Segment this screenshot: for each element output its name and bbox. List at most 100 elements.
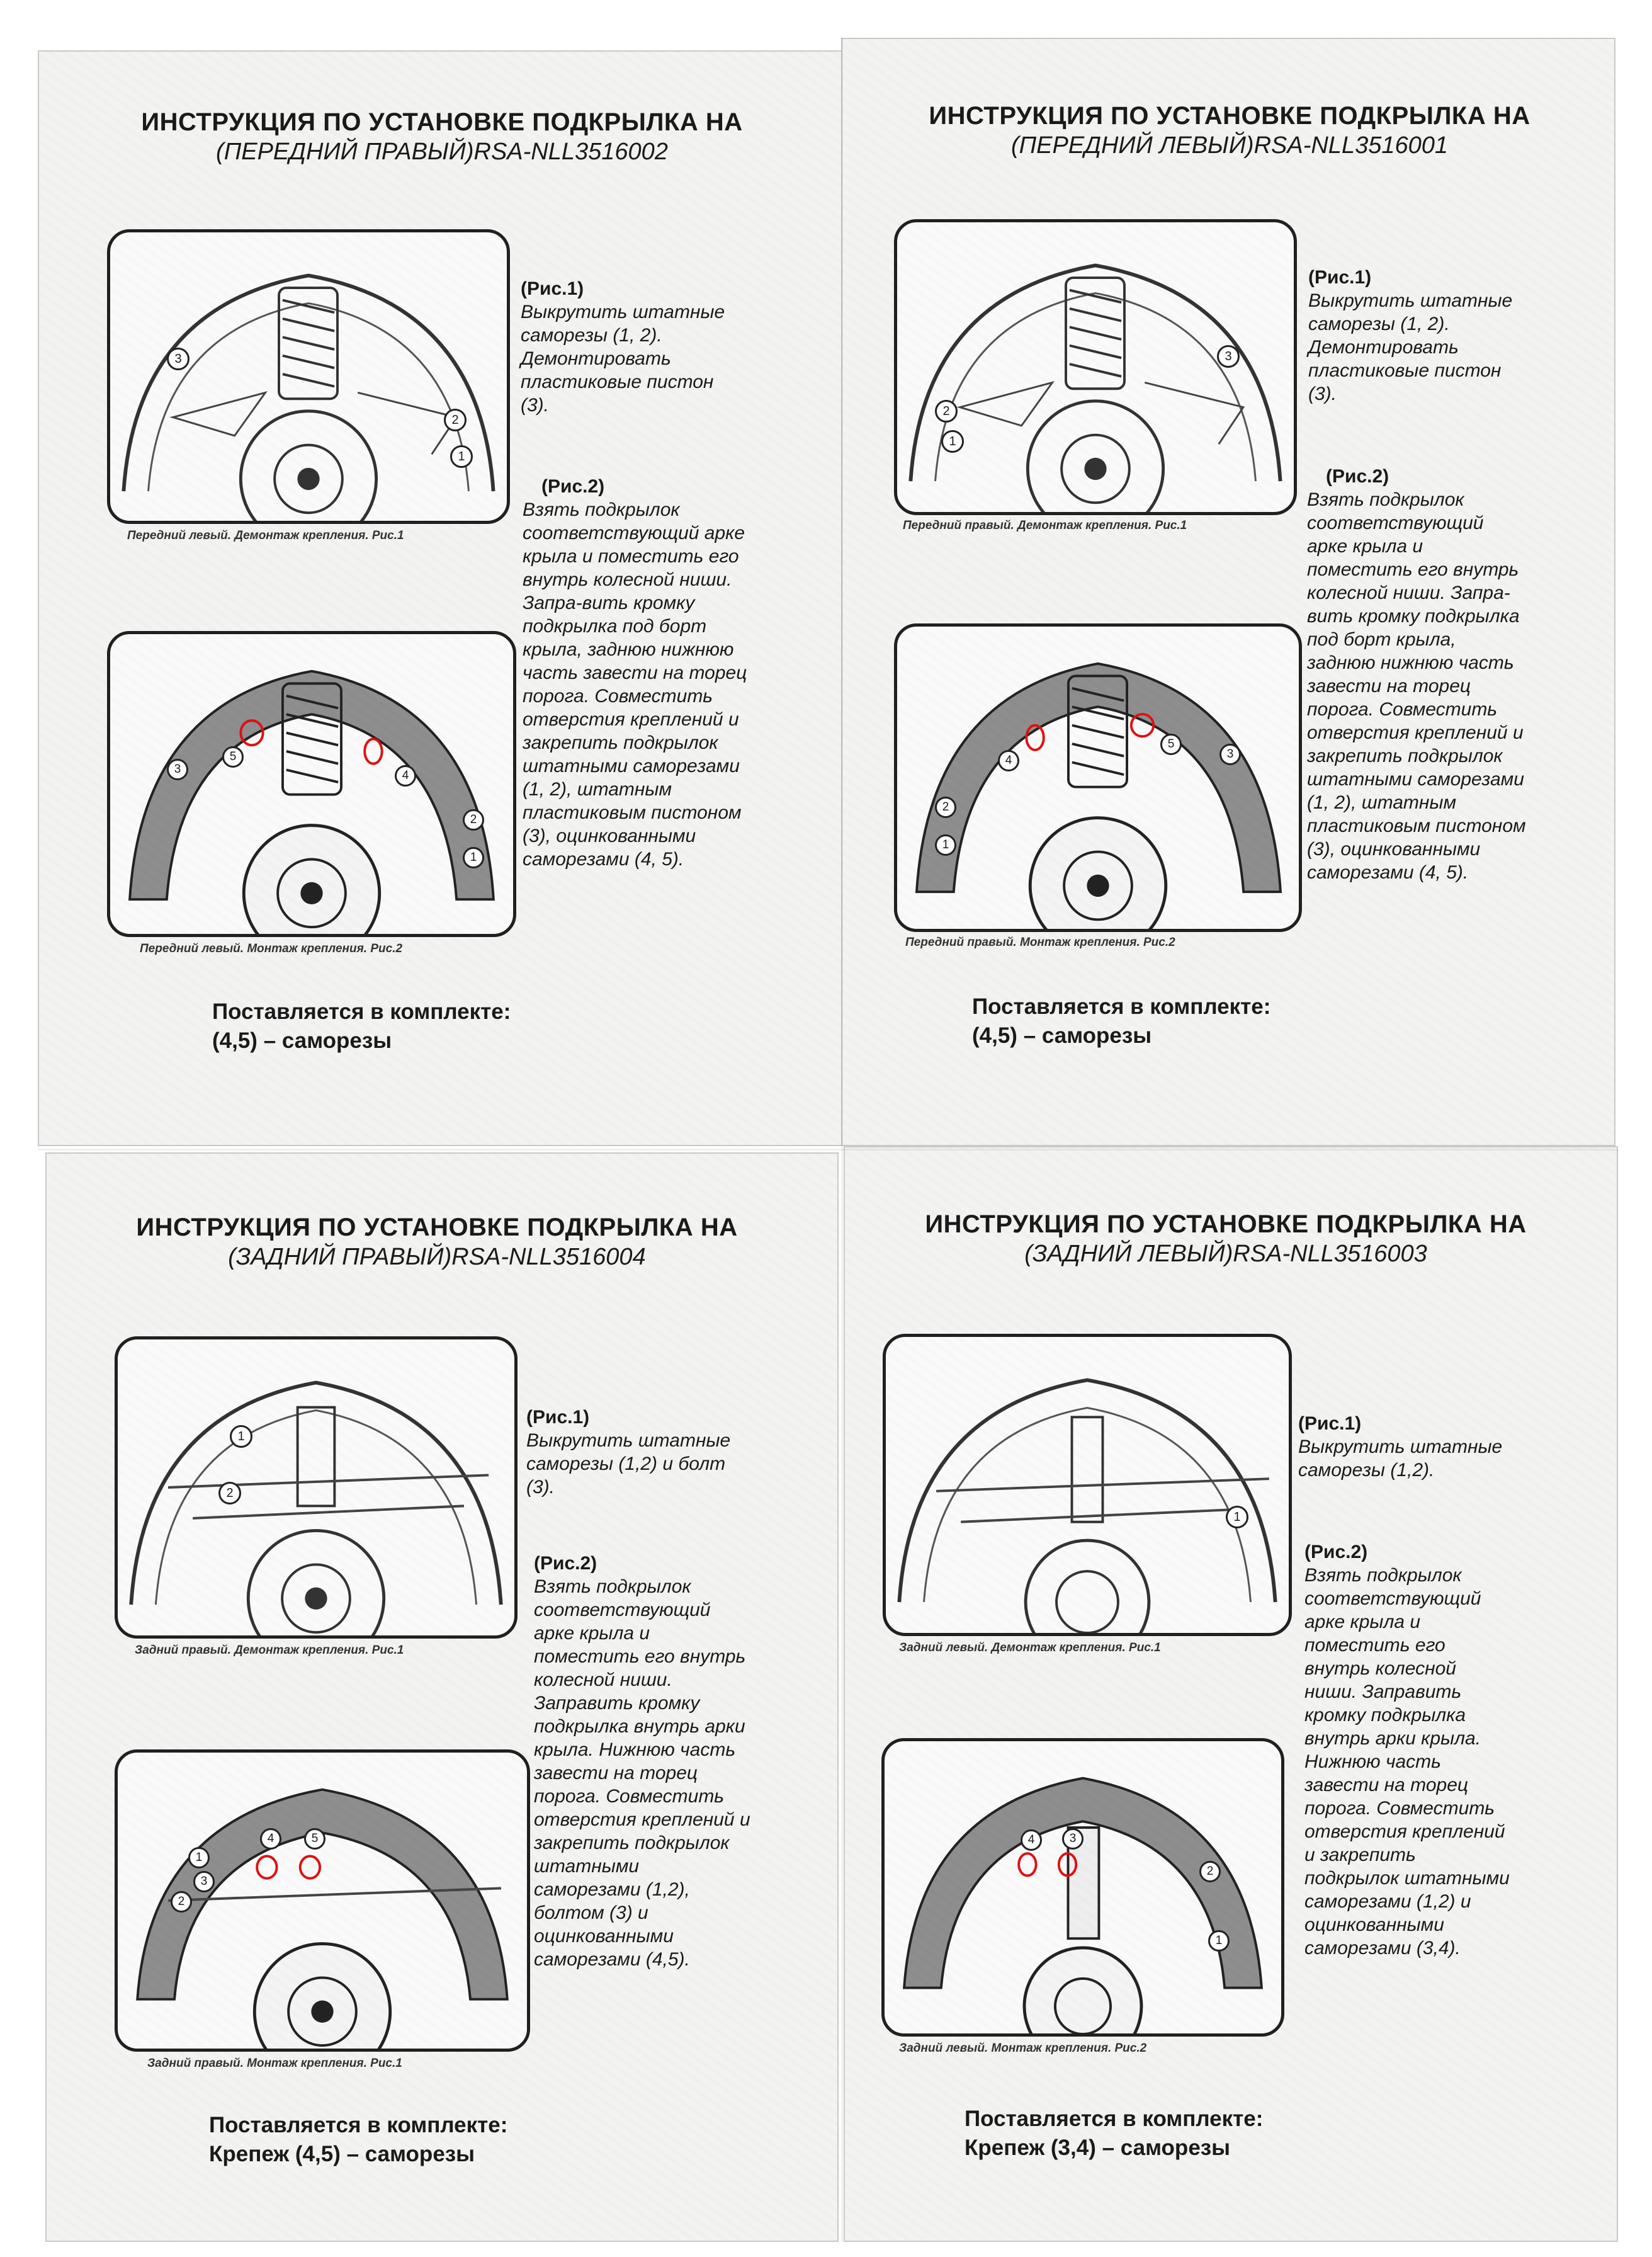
- kit-items: (4,5) – саморезы: [212, 1028, 392, 1053]
- figure-removal-caption: Задний левый. Демонтаж крепления. Рис.1: [899, 1641, 1161, 1654]
- callout-3: 3: [1062, 1828, 1083, 1850]
- step-1-heading: (Рис.1): [1308, 267, 1372, 288]
- callout-2: 2: [935, 797, 956, 818]
- step-2-instructions: (Рис.2) Взять подкрылок соответствующий …: [523, 475, 825, 871]
- wheel-arch-installation-illustration: [915, 662, 1282, 929]
- figure-removal-caption: Задний правый. Демонтаж крепления. Рис.1: [135, 1644, 404, 1657]
- wheel-arch-removal-illustration: [908, 263, 1282, 512]
- callout-4: 4: [1021, 1829, 1042, 1851]
- callout-5: 5: [1160, 734, 1182, 755]
- callout-3: 3: [1217, 345, 1240, 368]
- figure-removal-caption: Передний левый. Демонтаж крепления. Рис.…: [127, 529, 404, 542]
- figure-removal: 1 2: [115, 1336, 518, 1639]
- step-2-text: Взять подкрылок соответствующий арке кры…: [534, 1576, 750, 1970]
- wheel-arch-installation-illustration: [136, 1788, 509, 2049]
- figure-installation-caption: Передний левый. Монтаж крепления. Рис.2: [140, 942, 403, 955]
- figure-installation-caption: Передний правый. Монтаж крепления. Рис.2: [905, 936, 1175, 949]
- instruction-sheet-front-right: ИНСТРУКЦИЯ ПО УСТАНОВКЕ ПОДКРЫЛКА НА (ПЕ…: [38, 50, 844, 1146]
- step-2-heading: (Рис.2): [541, 476, 605, 497]
- wheel-arch-removal-illustration: [897, 1378, 1277, 1633]
- wheel-arch-installation-illustration: [903, 1777, 1263, 2033]
- sheet-title: ИНСТРУКЦИЯ ПО УСТАНОВКЕ ПОДКРЫЛКА НА: [136, 1214, 738, 1241]
- step-1-text: Выкрутить штатные саморезы (1, 2). Демон…: [521, 302, 725, 416]
- callout-1: 1: [230, 1425, 252, 1448]
- callout-1: 1: [463, 847, 484, 868]
- kit-items: Крепеж (4,5) – саморезы: [209, 2142, 475, 2166]
- callout-1: 1: [935, 834, 956, 856]
- figure-installation-caption: Задний левый. Монтаж крепления. Рис.2: [899, 2042, 1147, 2055]
- instruction-sheet-rear-left: ИНСТРУКЦИЯ ПО УСТАНОВКЕ ПОДКРЫЛКА НА (ЗА…: [844, 1146, 1618, 2242]
- figure-installation: 4 5 3 2 1: [894, 623, 1302, 932]
- instruction-sheet-rear-right: ИНСТРУКЦИЯ ПО УСТАНОВКЕ ПОДКРЫЛКА НА (ЗА…: [45, 1152, 839, 2242]
- step-1-heading: (Рис.1): [521, 278, 584, 299]
- figure-removal: 3 2 1: [894, 219, 1297, 515]
- callout-1: 1: [1226, 1506, 1248, 1528]
- sheet-subtitle: (ЗАДНИЙ ПРАВЫЙ)RSA-NLL3516004: [228, 1244, 646, 1270]
- figure-installation: 4 5 1 3 2: [115, 1749, 530, 2052]
- figure-removal: 3 2 1: [107, 229, 510, 524]
- sheet-subtitle: (ЗАДНИЙ ЛЕВЫЙ)RSA-NLL3516003: [1024, 1241, 1427, 1267]
- kit-heading: Поставляется в комплекте:: [972, 994, 1271, 1019]
- wheel-arch-removal-illustration: [122, 273, 495, 521]
- figure-removal: 1: [883, 1334, 1292, 1636]
- callout-3: 3: [1219, 744, 1241, 765]
- kit-heading: Поставляется в комплекте:: [212, 999, 511, 1024]
- sheet-title: ИНСТРУКЦИЯ ПО УСТАНОВКЕ ПОДКРЫЛКА НА: [925, 1210, 1527, 1238]
- callout-3: 3: [167, 348, 190, 370]
- callout-3: 3: [167, 759, 188, 780]
- callout-5: 5: [222, 746, 244, 768]
- callout-4: 4: [395, 765, 416, 787]
- step-1-instructions: (Рис.1) Выкрутить штатные саморезы (1, 2…: [1308, 266, 1604, 406]
- step-2-instructions: (Рис.2) Взять подкрылок соответствующий …: [1307, 465, 1609, 884]
- callout-1: 1: [188, 1847, 210, 1868]
- callout-2: 2: [171, 1891, 192, 1913]
- step-2-instructions: (Рис.2) Взять подкрылок соответствующий …: [534, 1552, 830, 1971]
- step-1-text: Выкрутить штатные саморезы (1,2).: [1298, 1436, 1503, 1481]
- callout-5: 5: [304, 1828, 325, 1850]
- sheet-title: ИНСТРУКЦИЯ ПО УСТАНОВКЕ ПОДКРЫЛКА НА: [141, 108, 743, 136]
- wheel-arch-removal-illustration: [129, 1380, 503, 1635]
- figure-installation: 4 3 2 1: [881, 1738, 1284, 2037]
- kit-contents: Поставляется в комплекте: (4,5) – саморе…: [212, 998, 511, 1055]
- callout-2: 2: [1199, 1861, 1221, 1882]
- instruction-sheet-front-left: ИНСТРУКЦИЯ ПО УСТАНОВКЕ ПОДКРЫЛКА НА (ПЕ…: [841, 38, 1615, 1146]
- callout-2: 2: [444, 409, 467, 431]
- wheel-arch-installation-illustration: [128, 669, 495, 934]
- kit-items: Крепеж (3,4) – саморезы: [965, 2135, 1231, 2160]
- step-2-text: Взять подкрылок соответствующий арке кры…: [523, 499, 747, 870]
- step-2-heading: (Рис.2): [1304, 1542, 1368, 1562]
- kit-heading: Поставляется в комплекте:: [965, 2106, 1264, 2131]
- step-2-instructions: (Рис.2) Взять подкрылок соответствующий …: [1304, 1540, 1600, 1960]
- step-1-text: Выкрутить штатные саморезы (1,2) и болт …: [526, 1430, 731, 1498]
- sheet-subtitle: (ПЕРЕДНИЙ ПРАВЫЙ)RSA-NLL3516002: [216, 139, 668, 165]
- step-1-heading: (Рис.1): [1298, 1413, 1362, 1434]
- callout-1: 1: [941, 430, 964, 453]
- step-2-text: Взять подкрылок соответствующий арке кры…: [1304, 1565, 1510, 1959]
- callout-2: 2: [218, 1482, 241, 1504]
- kit-contents: Поставляется в комплекте: (4,5) – саморе…: [972, 992, 1270, 1050]
- paper-crease: [38, 1149, 1618, 1151]
- callout-1: 1: [450, 445, 473, 468]
- step-2-heading: (Рис.2): [1326, 466, 1389, 487]
- step-1-text: Выкрутить штатные саморезы (1, 2). Демон…: [1308, 290, 1513, 404]
- kit-contents: Поставляется в комплекте: Крепеж (4,5) –…: [209, 2111, 507, 2169]
- step-2-text: Взять подкрылок соответствующий арке кры…: [1307, 489, 1526, 883]
- step-1-heading: (Рис.1): [526, 1407, 590, 1428]
- step-2-heading: (Рис.2): [534, 1553, 597, 1574]
- kit-heading: Поставляется в комплекте:: [209, 2113, 508, 2137]
- step-1-instructions: (Рис.1) Выкрутить штатные саморезы (1, 2…: [521, 277, 817, 417]
- paper-crease: [841, 38, 843, 2242]
- step-1-instructions: (Рис.1) Выкрутить штатные саморезы (1,2)…: [1298, 1412, 1594, 1482]
- callout-2: 2: [463, 809, 484, 831]
- sheet-subtitle: (ПЕРЕДНИЙ ЛЕВЫЙ)RSA-NLL3516001: [1010, 132, 1449, 159]
- figure-removal-caption: Передний правый. Демонтаж крепления. Рис…: [903, 519, 1187, 532]
- callout-3: 3: [193, 1871, 215, 1892]
- callout-1: 1: [1208, 1930, 1230, 1952]
- callout-2: 2: [935, 400, 958, 423]
- figure-installation-caption: Задний правый. Монтаж крепления. Рис.1: [147, 2057, 402, 2070]
- callout-4: 4: [260, 1828, 281, 1850]
- callout-4: 4: [998, 750, 1019, 771]
- step-1-instructions: (Рис.1) Выкрутить штатные саморезы (1,2)…: [526, 1406, 822, 1499]
- figure-installation: 5 3 4 2 1: [107, 631, 516, 937]
- kit-contents: Поставляется в комплекте: Крепеж (3,4) –…: [965, 2105, 1263, 2163]
